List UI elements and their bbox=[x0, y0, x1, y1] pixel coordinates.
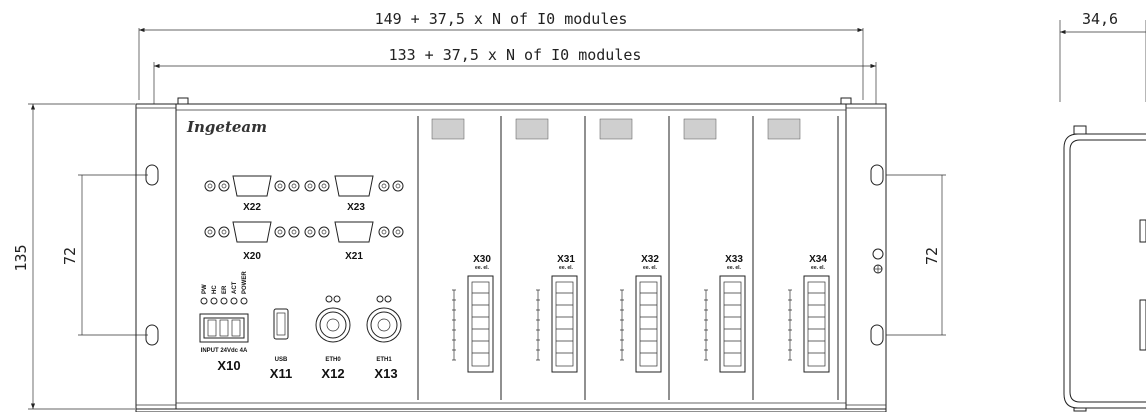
right-top-slot bbox=[870, 164, 884, 186]
led-label: HC bbox=[212, 285, 218, 294]
x23-label: X23 bbox=[347, 202, 365, 213]
ethernet-port-x12: ETH0 X12 bbox=[315, 295, 351, 381]
right-flange bbox=[840, 97, 887, 410]
x33-sub: ee. el. bbox=[727, 265, 742, 271]
inner-width-text: 133 + 37,5 x N of I0 modules bbox=[389, 46, 642, 64]
x10-caption: INPUT 24Vdc 4A bbox=[201, 348, 248, 354]
right-hole-dimension: 72 bbox=[886, 174, 946, 336]
led-label: ER bbox=[222, 285, 228, 294]
x11-caption: USB bbox=[275, 357, 288, 363]
right-bottom-slot bbox=[870, 324, 884, 346]
x12-caption: ETH0 bbox=[325, 357, 341, 363]
ethernet-port-x13: ETH1 X13 bbox=[366, 295, 402, 381]
x13-caption: ETH1 bbox=[376, 357, 392, 363]
overall-width-dimension: 149 + 37,5 x N of I0 modules bbox=[138, 10, 864, 100]
x31-sub: ee. el. bbox=[559, 265, 574, 271]
x22-label: X22 bbox=[243, 202, 261, 213]
x11-label: X11 bbox=[270, 366, 292, 381]
db9-connector-x21: X21 bbox=[304, 221, 404, 262]
x34-sub: ee. el. bbox=[811, 265, 826, 271]
x20-label: X20 bbox=[243, 251, 261, 262]
x10-label: X10 bbox=[217, 358, 240, 373]
inner-width-dimension: 133 + 37,5 x N of I0 modules bbox=[153, 46, 877, 104]
x30-sub: ee. el. bbox=[475, 265, 490, 271]
io-module-x34: X34 ee. el. bbox=[767, 118, 830, 373]
led-label: PW bbox=[202, 284, 208, 294]
io-module-x30: X30 ee. el. bbox=[431, 118, 494, 373]
db9-connector-x23: X23 bbox=[304, 175, 404, 213]
left-top-slot bbox=[145, 164, 159, 186]
ground-hole bbox=[872, 248, 884, 260]
usb-port-x11: USB X11 bbox=[270, 308, 292, 381]
height-text: 135 bbox=[12, 244, 30, 271]
led-label: POWER bbox=[242, 271, 248, 294]
left-bottom-slot bbox=[145, 324, 159, 346]
height-dimension: 135 bbox=[12, 103, 135, 410]
io-module-x32: X32 ee. el. bbox=[599, 118, 662, 373]
db9-connector-x22: X22 bbox=[204, 175, 300, 213]
power-terminal-x10: INPUT 24Vdc 4A X10 bbox=[199, 313, 249, 373]
db9-connector-x20: X20 bbox=[204, 221, 300, 262]
x21-label: X21 bbox=[345, 251, 363, 262]
right-hole-text: 72 bbox=[923, 247, 941, 265]
x13-label: X13 bbox=[374, 366, 397, 381]
x32-label: X32 bbox=[641, 254, 659, 265]
brand-logo: Ingeteam bbox=[186, 118, 267, 136]
x31-label: X31 bbox=[557, 254, 575, 265]
left-hole-dimension: 72 bbox=[61, 174, 148, 336]
x33-label: X33 bbox=[725, 254, 743, 265]
left-flange bbox=[135, 97, 189, 410]
x30-label: X30 bbox=[473, 254, 491, 265]
x32-sub: ee. el. bbox=[643, 265, 658, 271]
side-view: 34,6 bbox=[1059, 10, 1146, 412]
io-modules: X30 ee. el. X31 ee. el. bbox=[417, 116, 839, 400]
io-module-x33: X33 ee. el. bbox=[683, 118, 746, 373]
led-label: ACT bbox=[232, 281, 238, 294]
cpu-panel: Ingeteam X22 X23 X20 bbox=[186, 118, 404, 381]
overall-width-text: 149 + 37,5 x N of I0 modules bbox=[375, 10, 628, 28]
left-hole-text: 72 bbox=[61, 247, 79, 265]
io-module-x31: X31 ee. el. bbox=[515, 118, 578, 373]
x12-label: X12 bbox=[321, 366, 344, 381]
x34-label: X34 bbox=[809, 254, 827, 265]
depth-text: 34,6 bbox=[1082, 10, 1118, 28]
led-indicators: PW HC ER ACT POWER bbox=[200, 271, 248, 305]
